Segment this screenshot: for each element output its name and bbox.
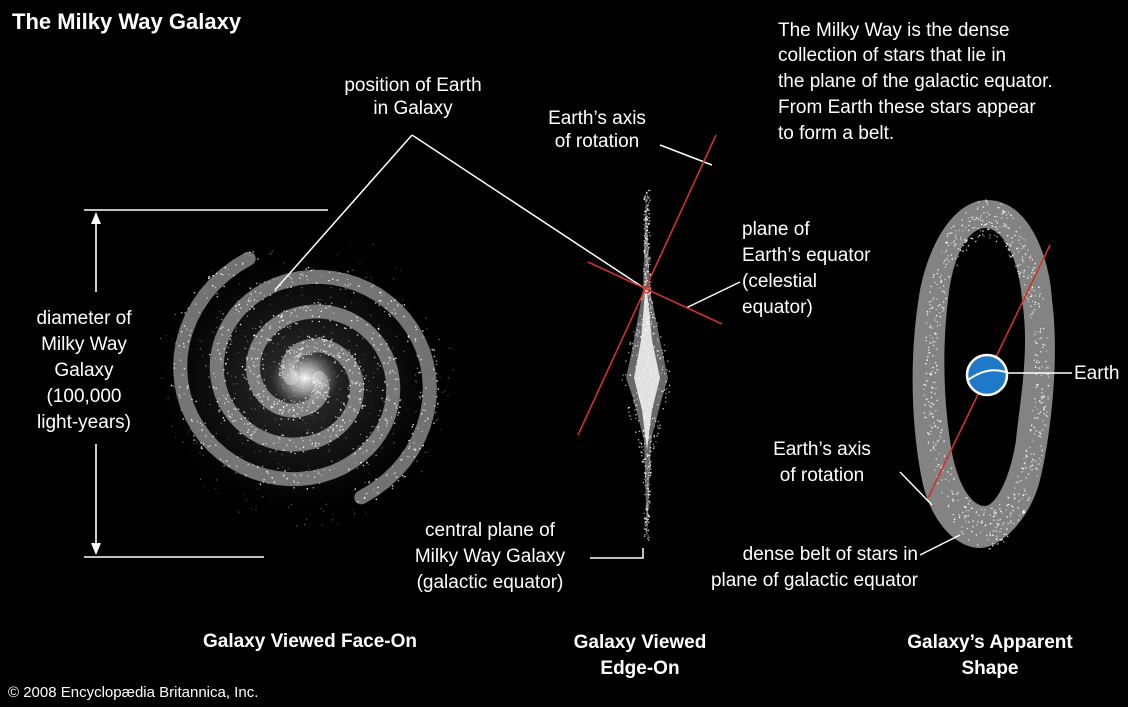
intro-line: the plane of the galactic equator. bbox=[778, 71, 1053, 92]
diameter-indicator bbox=[84, 209, 328, 558]
leader-lines bbox=[274, 134, 1072, 559]
edge-on-galaxy bbox=[621, 189, 671, 541]
caption-apparent-shape: Galaxy’s Apparent Shape bbox=[907, 632, 1073, 679]
caption-edge-on: Galaxy Viewed Edge-On bbox=[573, 632, 707, 679]
label-position-of-earth: position of Earth in Galaxy bbox=[344, 75, 482, 119]
intro-line: From Earth these stars appear bbox=[778, 97, 1036, 118]
label-diameter: diameter of Milky Way Galaxy (100,000 li… bbox=[8, 306, 160, 436]
intro-line: The Milky Way is the dense bbox=[778, 20, 1010, 41]
label-dense-belt: dense belt of stars in plane of galactic… bbox=[710, 544, 918, 591]
diagram-title: The Milky Way Galaxy bbox=[12, 9, 242, 34]
label-earth-axis-apparent: Earth’s axis of rotation bbox=[773, 439, 871, 486]
caption-face-on: Galaxy Viewed Face-On bbox=[202, 631, 418, 652]
label-central-plane: central plane of Milky Way Galaxy (galac… bbox=[414, 520, 566, 593]
arrow-down-icon bbox=[91, 543, 101, 555]
leader-dense-belt bbox=[919, 534, 961, 556]
label-earth-axis-edge: Earth’s axis of rotation bbox=[548, 108, 646, 152]
leader-earth-face bbox=[274, 134, 413, 291]
leader-celestial-equator bbox=[685, 281, 741, 309]
intro-line: collection of stars that lie in bbox=[778, 45, 1007, 66]
label-earth: Earth bbox=[1074, 363, 1120, 384]
earth-globe-icon bbox=[965, 353, 1009, 397]
leader-central-plane bbox=[590, 548, 644, 559]
arrow-up-icon bbox=[91, 212, 101, 224]
earth-axis-edge-line bbox=[577, 134, 717, 436]
leader-earth-edge bbox=[411, 134, 648, 291]
intro-line: to form a belt. bbox=[778, 123, 895, 144]
apparent-shape-belt bbox=[912, 199, 1055, 550]
celestial-equator-line bbox=[587, 261, 723, 325]
face-on-galaxy bbox=[150, 242, 454, 527]
earth-position-marker bbox=[643, 286, 651, 294]
label-celestial-equator: plane of Earth’s equator (celestial equa… bbox=[742, 219, 871, 318]
leader-axis-apparent bbox=[899, 471, 933, 506]
copyright-credit: © 2008 Encyclopædia Britannica, Inc. bbox=[8, 684, 259, 701]
